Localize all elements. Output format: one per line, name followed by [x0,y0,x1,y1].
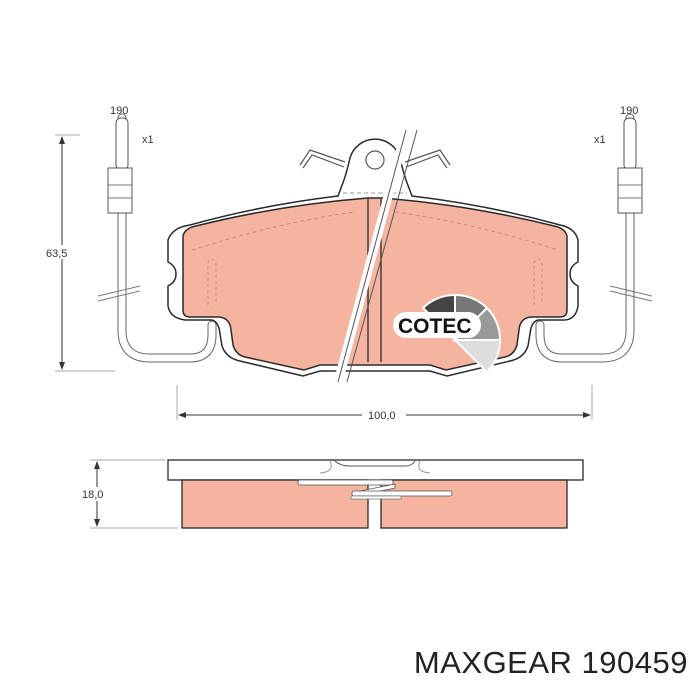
wear-sensor-right [535,113,653,363]
wire-length-left: 190 [110,105,128,117]
spring-clip [299,149,451,169]
side-view [90,459,584,529]
wire-qty-right: x1 [594,134,606,146]
wear-sensor-left [97,113,217,363]
part-number: 190459 [581,645,688,680]
wire-length-right: 190 [620,105,638,117]
wire-qty-left: x1 [142,134,154,146]
height-dim-label: 63,5 [46,248,67,260]
brand-name: MAXGEAR [413,645,573,680]
cotec-logo: COTEC [393,293,502,374]
width-dim-label: 100,0 [368,410,396,422]
product-caption: MAXGEAR 190459 [414,645,688,681]
mounting-hole [365,150,385,170]
friction-material [182,197,568,371]
cotec-logo-text: COTEC [398,315,472,338]
thickness-dim-label: 18,0 [82,489,103,501]
